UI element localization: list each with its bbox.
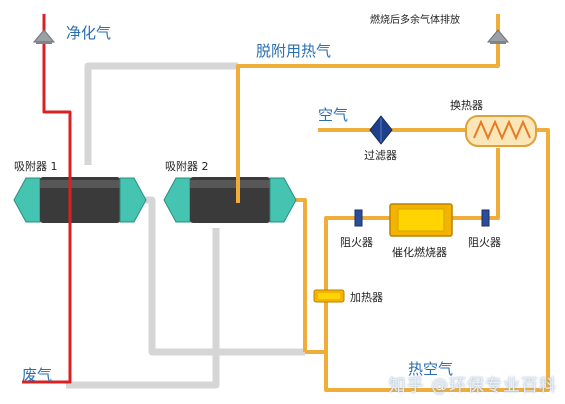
flame-arrester-right-icon xyxy=(481,209,490,227)
gray-pipe-top xyxy=(84,62,238,165)
clean-gas-label: 净化气 xyxy=(66,24,112,42)
flame-arrester-left-icon xyxy=(354,209,363,227)
bottom-partial-label: 热空气 xyxy=(408,360,454,378)
heat-exchanger-icon xyxy=(465,115,537,147)
orange-pipe-bottom xyxy=(324,128,550,392)
vent-cap-exhaust-icon xyxy=(486,29,510,44)
air-label: 空气 xyxy=(318,106,349,124)
gray-pipe-bottom xyxy=(66,228,220,389)
vent-cap-clean-gas-icon xyxy=(32,29,56,44)
desorption-hot-gas-label: 脱附用热气 xyxy=(256,42,332,60)
red-pipe xyxy=(22,14,72,384)
heater-label: 加热器 xyxy=(350,291,383,304)
exhaust-out-label: 燃烧后多余气体排放 xyxy=(370,15,460,26)
adsorber-2-label: 吸附器 2 xyxy=(165,160,209,173)
flame-arrester-right-label: 阻火器 xyxy=(468,236,501,249)
orange-pipe-exhaust xyxy=(236,14,500,352)
catalytic-burner-icon xyxy=(389,203,453,237)
adsorber-2 xyxy=(163,177,297,223)
catalytic-burner-label: 催化燃烧器 xyxy=(392,246,447,259)
filter-icon xyxy=(369,115,393,145)
flame-arrester-left-label: 阻火器 xyxy=(340,236,373,249)
watermark: 知乎 @环保专业百科 xyxy=(388,376,557,396)
adsorber-1 xyxy=(13,177,147,223)
filter-label: 过滤器 xyxy=(364,149,397,162)
waste-gas-label: 废气 xyxy=(22,366,53,384)
orange-pipe-return xyxy=(305,216,358,354)
heat-exchanger-label: 换热器 xyxy=(450,99,483,112)
gray-pipes xyxy=(66,62,305,389)
heater-icon xyxy=(313,289,345,303)
adsorber-1-label: 吸附器 1 xyxy=(14,160,58,173)
orange-pipe-hx-to-arrester xyxy=(486,148,500,220)
